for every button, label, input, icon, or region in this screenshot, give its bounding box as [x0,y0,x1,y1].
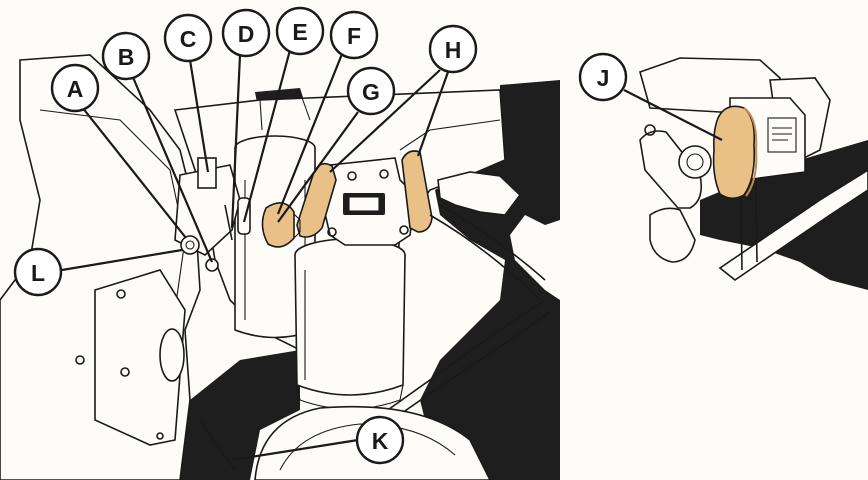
callout-j-label: J [597,65,610,91]
inset-shadow [700,140,868,290]
callout-f-label: F [347,23,361,49]
filter-head-bolt-1 [347,171,357,181]
leader-l [61,248,183,272]
leader-h-left [329,69,441,173]
lower-fuel-line [384,299,546,413]
leader-c [188,59,210,173]
inset-view: J [578,52,868,290]
callout-k: K [355,415,405,465]
inset-union-inner [686,153,704,171]
callout-a: A [50,63,100,113]
callout-h: H [428,24,478,74]
callout-l-label: L [31,260,45,286]
part-j-shading [743,107,758,197]
inset-union [678,145,712,179]
callout-k-label: K [372,428,389,454]
inset-fitting-bottom [649,207,696,263]
callout-e-label: E [292,19,307,45]
inset-filter-label-plate [767,117,797,153]
callout-f: F [329,10,379,60]
fuel-pump-body [174,164,241,256]
callout-c: C [163,13,213,63]
callout-g-label: G [362,79,380,105]
leader-d [230,54,242,229]
wiring-harness [199,419,236,471]
filter-head-window-inner [348,196,380,212]
fender-edge [39,109,186,311]
leader-k [231,438,359,462]
component-c [197,157,217,189]
bracket-hole-2 [75,355,85,365]
part-j [712,105,756,200]
callout-e: E [275,6,325,56]
fuel-line-1 [439,204,546,281]
engine-block-lines [259,91,501,151]
leader-a [77,101,187,239]
callout-b-label: B [118,44,135,70]
callout-h-label: H [445,37,462,63]
leader-j [623,89,723,141]
filter-head-bolt-3 [327,227,337,237]
main-view: A B C D E F G H [0,6,560,480]
fuel-filter-body [294,254,406,396]
inset-bolt [644,124,656,136]
fitting-l [180,235,200,255]
filter-head-bolt-2 [379,169,389,179]
fitting-b [205,258,219,272]
right-fitting-cluster [437,171,522,216]
callout-b: B [101,31,151,81]
callout-l: L [13,247,63,297]
lever-h-right [401,150,433,233]
leader-g [277,111,359,223]
bracket-hole-4 [156,432,164,440]
callout-c-label: C [180,26,197,52]
bracket-cutout [159,328,185,382]
leader-e [242,49,292,223]
bracket-hole-3 [120,367,130,377]
fuel-line-2 [429,214,541,301]
callout-a-label: A [67,76,84,102]
lower-fuel-line-2 [394,311,551,419]
callout-d: D [221,8,271,58]
side-bracket [94,269,186,446]
leader-f [276,53,344,215]
knob-g-stem [293,213,301,239]
leader-b [130,74,214,263]
knob-g [261,202,295,248]
filter-head-bolt-4 [399,225,409,235]
callout-d-label: D [238,21,255,47]
callout-j: J [578,52,628,102]
engine-bay-shadow-bottom [180,350,300,480]
inset-filter-label-lines [772,127,792,141]
component-d [224,204,233,241]
bracket-hole-1 [116,289,126,299]
leader-h-right [416,71,450,157]
callout-g: G [346,66,396,116]
fitting-l-inner [185,240,195,250]
